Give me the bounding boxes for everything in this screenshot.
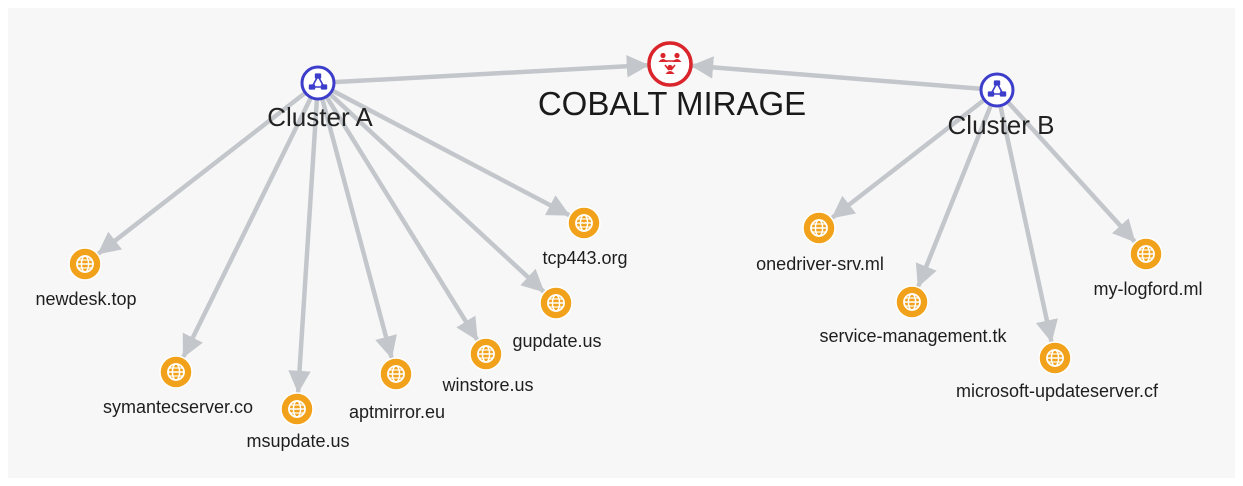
edge-clusterB-to-root xyxy=(690,56,982,91)
edge-clusterA-to-msupdate-us xyxy=(288,98,320,394)
edge-clusterA-to-tcp443-org xyxy=(331,89,571,217)
globe-icon[interactable] xyxy=(68,247,102,281)
edge-clusterB-to-service-management-tk xyxy=(915,104,993,288)
globe-icon[interactable] xyxy=(379,357,413,391)
edge-clusterA-to-aptmirror-eu xyxy=(320,98,397,359)
edge-clusterB-to-onedriver-srv-ml xyxy=(830,98,986,220)
domain-label: aptmirror.eu xyxy=(349,402,445,422)
globe-icon[interactable] xyxy=(1129,237,1163,271)
domain-label: winstore.us xyxy=(441,375,533,395)
domain-label: tcp443.org xyxy=(542,248,627,268)
domain-label: newdesk.top xyxy=(35,289,136,309)
labels-layer: COBALT MIRAGE Cluster A newdesk.top symante… xyxy=(35,85,1202,451)
edge-clusterA-to-newdesk-top xyxy=(96,91,307,256)
domain-label: my-logford.ml xyxy=(1093,279,1202,299)
network-icon[interactable] xyxy=(979,72,1015,108)
cluster-label-clusterA: Cluster A xyxy=(267,102,373,132)
edge-clusterA-to-root xyxy=(333,55,650,85)
edge-clusterA-to-symantecserver-co xyxy=(181,96,313,359)
globe-icon[interactable] xyxy=(469,337,503,371)
domain-label: microsoft-updateserver.cf xyxy=(956,381,1159,401)
globe-icon[interactable] xyxy=(159,355,193,389)
root-node-label: COBALT MIRAGE xyxy=(538,85,806,122)
globe-icon[interactable] xyxy=(567,206,601,240)
graph-canvas: COBALT MIRAGE Cluster A newdesk.top symante… xyxy=(8,8,1235,478)
domain-label: onedriver-srv.ml xyxy=(756,254,884,274)
globe-icon[interactable] xyxy=(802,211,836,245)
globe-icon[interactable] xyxy=(280,392,314,426)
edge-clusterB-to-microsoft-updateserver-cf xyxy=(998,105,1058,343)
domain-label: service-management.tk xyxy=(819,326,1007,346)
domain-label: gupdate.us xyxy=(512,331,601,351)
edge-clusterA-to-gupdate-us xyxy=(328,92,546,294)
group-icon[interactable] xyxy=(647,41,693,87)
globe-icon[interactable] xyxy=(895,285,929,319)
domain-label: symantecserver.co xyxy=(103,397,253,417)
cluster-label-clusterB: Cluster B xyxy=(948,110,1055,140)
domain-label: msupdate.us xyxy=(246,431,349,451)
globe-icon[interactable] xyxy=(1038,341,1072,375)
network-graph: COBALT MIRAGE Cluster A newdesk.top symante… xyxy=(35,41,1203,451)
globe-icon[interactable] xyxy=(539,286,573,320)
edge-clusterA-to-winstore-us xyxy=(325,96,479,341)
edges-layer xyxy=(96,55,1137,394)
nodes-layer xyxy=(68,41,1163,426)
edge-clusterB-to-my-logford-ml xyxy=(1006,101,1137,243)
network-icon[interactable] xyxy=(300,65,336,101)
